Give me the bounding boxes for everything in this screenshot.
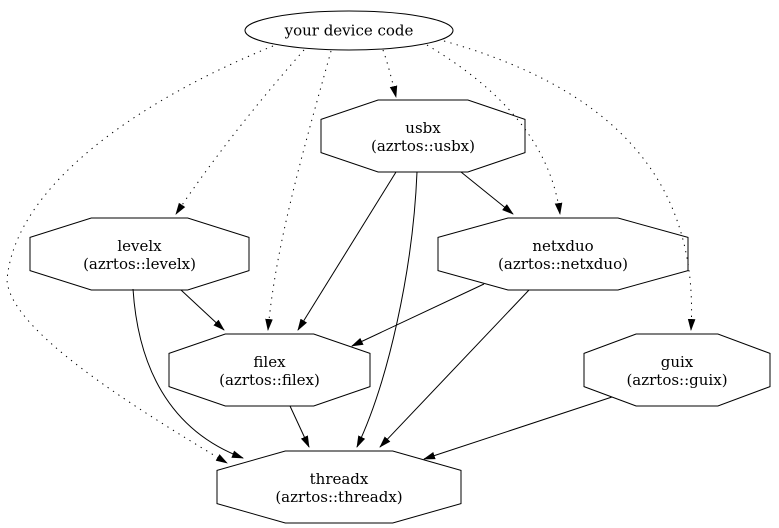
edge-usbx-netxduo	[460, 171, 514, 215]
filex-shape	[168, 333, 371, 407]
levelx-sublabel: (azrtos::levelx)	[83, 255, 196, 273]
edge-guix-threadx	[423, 396, 613, 460]
edge-levelx-filex	[180, 289, 225, 331]
edge-usbx-filex	[297, 171, 397, 331]
node-levelx: levelx(azrtos::levelx)	[29, 217, 250, 291]
levelx-label: levelx	[117, 237, 162, 255]
device-label: your device code	[284, 22, 414, 40]
node-usbx: usbx(azrtos::usbx)	[320, 99, 526, 173]
edge-device-netxduo	[426, 44, 563, 215]
usbx-label: usbx	[405, 119, 441, 137]
guix-sublabel: (azrtos::guix)	[626, 371, 727, 389]
edge-levelx-threadx	[132, 288, 244, 459]
edge-device-usbx	[382, 49, 398, 98]
edge-usbx-threadx	[356, 171, 418, 448]
edge-device-levelx	[175, 49, 305, 215]
node-guix: guix(azrtos::guix)	[583, 333, 771, 407]
node-netxduo: netxduo(azrtos::netxduo)	[437, 217, 689, 291]
threadx-shape	[216, 450, 462, 524]
filex-sublabel: (azrtos::filex)	[219, 371, 320, 389]
usbx-shape	[320, 99, 526, 173]
levelx-shape	[29, 217, 250, 291]
usbx-sublabel: (azrtos::usbx)	[371, 137, 475, 155]
edge-netxduo-filex	[351, 283, 485, 347]
node-device: your device code	[244, 10, 454, 51]
netxduo-shape	[437, 217, 689, 291]
threadx-label: threadx	[310, 470, 369, 488]
guix-shape	[583, 333, 771, 407]
netxduo-label: netxduo	[532, 237, 593, 255]
edge-filex-threadx	[289, 405, 310, 448]
device-shape	[244, 10, 454, 51]
edge-netxduo-threadx	[379, 289, 530, 448]
guix-label: guix	[661, 353, 694, 371]
node-filex: filex(azrtos::filex)	[168, 333, 371, 407]
edge-device-filex	[265, 50, 332, 331]
netxduo-sublabel: (azrtos::netxduo)	[498, 255, 628, 273]
filex-label: filex	[253, 353, 286, 371]
threadx-sublabel: (azrtos::threadx)	[275, 488, 402, 506]
node-threadx: threadx(azrtos::threadx)	[216, 450, 462, 524]
